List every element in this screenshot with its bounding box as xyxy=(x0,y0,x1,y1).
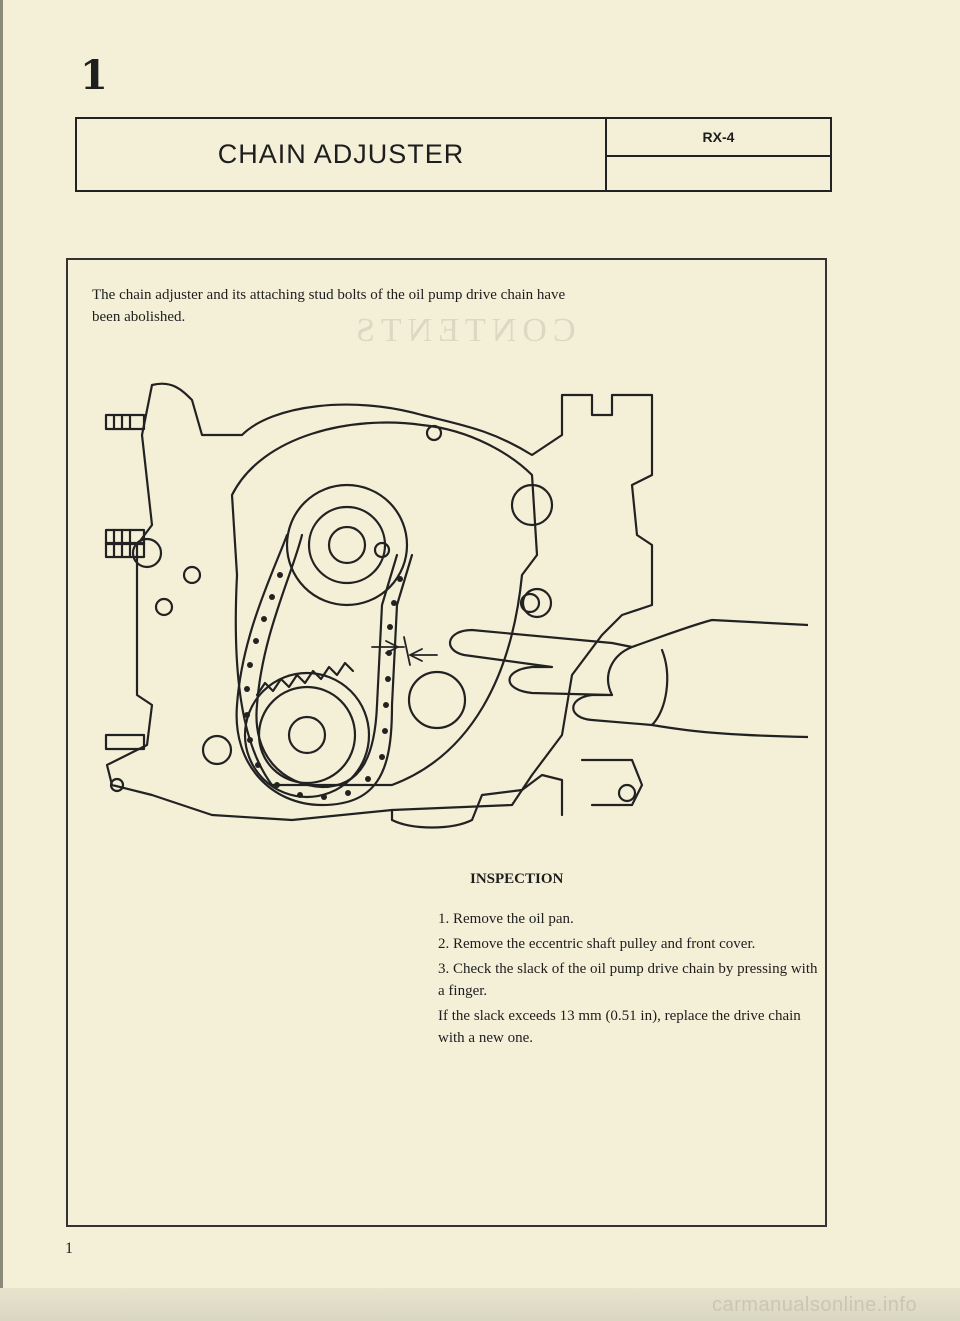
front-cover-arc xyxy=(230,421,539,787)
housing-outline xyxy=(105,382,654,822)
inspection-heading: INSPECTION xyxy=(470,871,564,887)
page-title: CHAIN ADJUSTER xyxy=(77,119,607,190)
section-number: 1 xyxy=(80,52,108,99)
bleed-through-text: CONTENTS xyxy=(350,312,576,349)
hand-illustration xyxy=(448,618,808,739)
page-number: 1 xyxy=(65,1240,73,1257)
chain-diagram xyxy=(104,382,808,829)
content-box xyxy=(66,258,827,1227)
drive-chain xyxy=(235,533,414,807)
inspection-steps: 1. Remove the oil pan. 2. Remove the ecc… xyxy=(438,908,822,1052)
list-item: 3. Check the slack of the oil pump drive… xyxy=(438,961,818,999)
list-item: 1. Remove the oil pan. xyxy=(438,911,574,927)
model-label: RX-4 xyxy=(607,119,830,157)
header-box: CHAIN ADJUSTER RX-4 xyxy=(75,117,832,192)
intro-paragraph: The chain adjuster and its attaching stu… xyxy=(92,287,566,325)
bottom-sprocket xyxy=(243,661,371,799)
list-item: 2. Remove the eccentric shaft pulley and… xyxy=(438,936,756,952)
slack-arrows xyxy=(371,636,438,666)
footer-watermark: carmanualsonline.info xyxy=(712,1294,918,1316)
page-edge xyxy=(0,0,3,1321)
list-item: If the slack exceeds 13 mm (0.51 in), re… xyxy=(438,1008,801,1046)
top-sprocket xyxy=(285,483,409,607)
housing-hole xyxy=(131,537,163,569)
page-edge-bottom xyxy=(0,1288,960,1321)
stud-bolts xyxy=(104,413,146,751)
